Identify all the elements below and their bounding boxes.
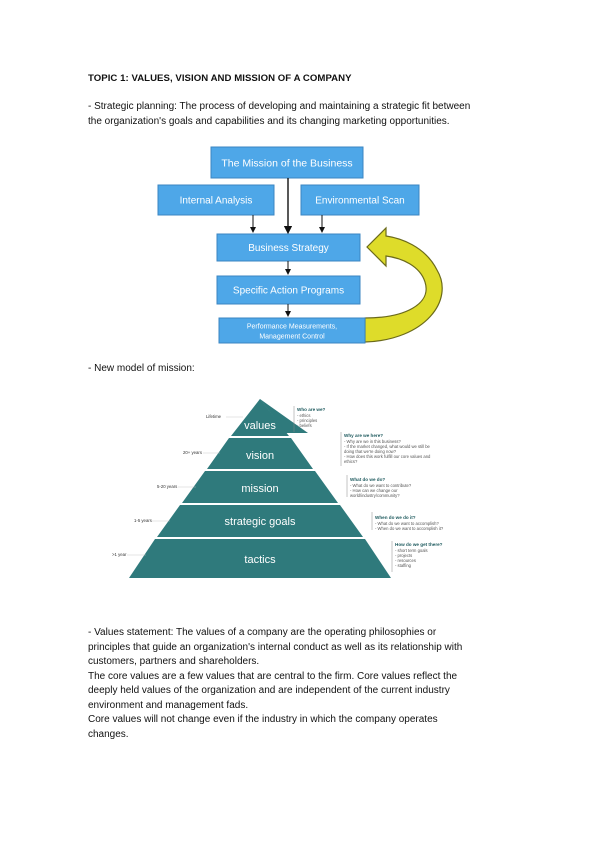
text-line: - Values statement: The values of a comp… [88,627,437,638]
internal-analysis-box [157,184,275,216]
pyramid-band-vision [207,438,313,469]
business-strategy-label: Business Strategy [248,243,329,254]
note-title-mission: What do we do? [350,477,385,482]
pyramid-band-tactics [129,539,391,578]
note-line: - short term goals [395,548,428,553]
environmental-scan-box [300,184,420,216]
pyramid-band-strategic-goals [157,505,363,537]
note-line: doing that we're doing now? [344,449,397,454]
note-line: - beliefs [297,423,312,428]
note-line: - projects [395,553,412,558]
text-line: the organization's goals and capabilitie… [88,115,450,127]
time-label-5-20: 5-20 years [157,484,177,489]
performance-label-1: Performance Measurements, [247,324,337,331]
business-strategy-box [216,233,361,262]
note-title-strategic-goals: When do we do it? [375,515,416,520]
note-line: - How does this work fulfill our core va… [344,454,431,459]
text-line: principles that guide an organization's … [88,641,463,653]
pyramid-label-tactics: tactics [244,554,276,566]
note-line: - principles [297,418,317,423]
time-label-1-5: 1-5 years [134,518,152,523]
action-programs-label: Specific Action Programs [233,286,344,297]
action-programs-box [216,275,361,305]
pyramid-band-values-fill [231,399,289,436]
internal-analysis-label: Internal Analysis [180,196,253,207]
note-line: - How can we change our [350,488,398,493]
performance-label-2: Management Control [259,334,325,341]
strategic-planning-paragraph: - Strategic planning: The process of dev… [88,100,523,129]
note-line: - What do we want to contribute? [350,483,412,488]
note-title-tactics: How do we get there? [395,542,443,547]
text-line: deeply held values of the organization a… [88,685,450,696]
time-label-20plus: 20+ years [183,450,202,455]
time-label-under-1: >1 year [112,552,127,557]
note-line: - staffing [395,563,412,568]
environmental-scan-label: Environmental Scan [315,196,405,207]
new-model-label: - New model of mission: [88,363,195,374]
feedback-curved-arrow [364,226,443,343]
note-title-values: Who are we? [297,407,326,412]
mission-box-label: The Mission of the Business [221,158,352,170]
note-line: - If the market changed, what would we s… [344,444,431,449]
note-line: - When do we want to accomplish it? [375,526,444,531]
pyramid-label-vision: vision [246,450,274,462]
topic-heading: TOPIC 1: VALUES, VISION AND MISSION OF A… [88,73,352,84]
note-line: - Why are we in this business? [344,439,401,444]
text-line: The core values are a few values that ar… [88,670,458,682]
note-line: ethics? [344,459,358,464]
text-line: Core values will not change even if the … [88,714,438,725]
pyramid-band-mission [182,471,338,503]
time-label-lifetime: Lifetime [206,414,222,419]
note-line: - ethics [297,413,311,418]
note-line: - What do we want to accomplish? [375,521,439,526]
performance-box [218,317,366,344]
text-line: environment and management fads. [88,699,249,711]
text-line: customers, partners and shareholders. [88,656,260,667]
pyramid-label-strategic-goals: strategic goals [225,516,296,528]
text-line: - Strategic planning: The process of dev… [88,101,471,112]
values-statement-paragraph: - Values statement: The values of a comp… [88,626,523,742]
text-line: changes. [88,728,129,740]
note-line: - resources [395,558,416,563]
pyramid-label-values: values [244,420,276,432]
note-line: world/industry/community? [350,493,400,498]
note-title-vision: Why are we here? [344,433,383,438]
pyramid-label-mission: mission [241,483,278,495]
mission-box [210,146,364,179]
